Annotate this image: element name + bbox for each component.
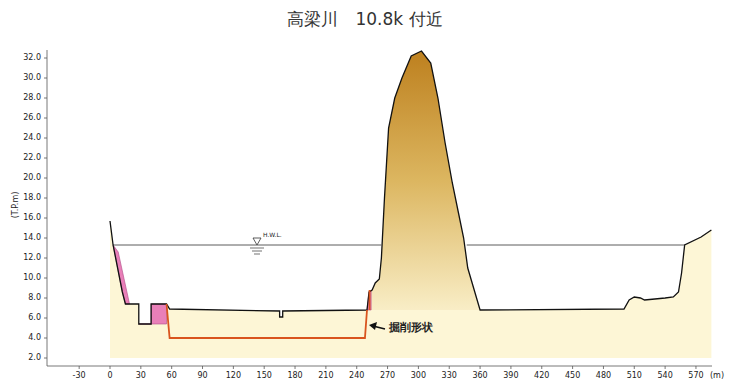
x-axis-unit: (m) xyxy=(710,372,724,381)
y-tick-label: 12.0 xyxy=(23,254,41,263)
axis-tick xyxy=(44,238,47,239)
x-tick-label: 90 xyxy=(197,372,207,381)
y-tick-label: 22.0 xyxy=(23,154,41,163)
axis-tick xyxy=(264,366,265,369)
axis-tick xyxy=(603,366,604,369)
y-tick-label: 4.0 xyxy=(28,334,41,343)
y-tick-label: 16.0 xyxy=(23,214,41,223)
water-wave xyxy=(252,251,262,252)
y-tick-label: 26.0 xyxy=(23,114,41,123)
axis-tick xyxy=(695,366,696,369)
axis-tick xyxy=(44,138,47,139)
x-tick-label: 240 xyxy=(349,372,364,381)
axis-tick xyxy=(110,366,111,369)
x-tick-label: 210 xyxy=(318,372,333,381)
axis-tick xyxy=(572,366,573,369)
axis-tick xyxy=(480,366,481,369)
y-tick-label: 28.0 xyxy=(23,94,41,103)
water-level-symbol xyxy=(253,238,261,245)
axis-tick xyxy=(140,366,141,369)
excavation-line xyxy=(369,290,371,310)
axis-tick xyxy=(44,318,47,319)
y-tick-label: 20.0 xyxy=(23,174,41,183)
axis-tick xyxy=(44,118,47,119)
x-tick-label: 540 xyxy=(657,372,672,381)
x-tick-label: 510 xyxy=(627,372,642,381)
excavation-line xyxy=(167,304,367,338)
x-tick-label: 180 xyxy=(287,372,302,381)
x-tick-label: 120 xyxy=(226,372,241,381)
axis-tick xyxy=(665,366,666,369)
axis-tick xyxy=(510,366,511,369)
x-tick-label: 420 xyxy=(534,372,549,381)
x-tick-label: 270 xyxy=(380,372,395,381)
axis-tick xyxy=(44,258,47,259)
axis-tick xyxy=(356,366,357,369)
x-tick-label: 390 xyxy=(503,372,518,381)
axis-tick xyxy=(325,366,326,369)
y-tick-label: 2.0 xyxy=(28,354,41,363)
axis-tick xyxy=(44,198,47,199)
excavation-label: 掘削形状 xyxy=(389,322,433,334)
axis-tick xyxy=(418,366,419,369)
axis-tick xyxy=(541,366,542,369)
x-tick-label: 0 xyxy=(107,372,112,381)
axis-tick xyxy=(44,98,47,99)
x-tick-label: 30 xyxy=(136,372,146,381)
chart-title: 高梁川 10.8k 付近 xyxy=(287,10,442,29)
y-tick-label: 6.0 xyxy=(28,314,41,323)
axis-tick xyxy=(295,366,296,369)
x-tick-label: 570 xyxy=(688,372,703,381)
axis-tick xyxy=(449,366,450,369)
y-tick-label: 30.0 xyxy=(23,74,41,83)
y-tick-label: 18.0 xyxy=(23,194,41,203)
axis-tick xyxy=(634,366,635,369)
axis-line xyxy=(47,50,712,366)
axis-tick xyxy=(44,78,47,79)
x-tick-label: 360 xyxy=(472,372,487,381)
water-wave xyxy=(254,254,260,255)
x-tick-label: 480 xyxy=(596,372,611,381)
axis-tick xyxy=(171,366,172,369)
x-tick-label: 60 xyxy=(167,372,177,381)
removed-area xyxy=(113,245,129,304)
water-wave xyxy=(250,248,264,249)
axis-tick xyxy=(44,298,47,299)
y-axis-unit: (T.P.m) xyxy=(12,192,21,219)
x-tick-label: 330 xyxy=(442,372,457,381)
mountain-fill xyxy=(367,51,480,310)
ground-profile xyxy=(110,51,711,324)
y-tick-label: 14.0 xyxy=(23,234,41,243)
axis-tick xyxy=(44,218,47,219)
axis-tick xyxy=(79,366,80,369)
x-tick-label: 300 xyxy=(411,372,426,381)
arrow-head xyxy=(369,322,377,330)
axis-tick xyxy=(44,158,47,159)
y-tick-label: 24.0 xyxy=(23,134,41,143)
axis-tick xyxy=(387,366,388,369)
water-level-label: H.W.L. xyxy=(263,232,282,239)
axis-tick xyxy=(44,338,47,339)
x-tick-label: 450 xyxy=(565,372,580,381)
axis-tick xyxy=(202,366,203,369)
removed-area xyxy=(139,304,167,324)
y-tick-label: 32.0 xyxy=(23,54,41,63)
ground-fill xyxy=(110,51,711,358)
y-tick-label: 10.0 xyxy=(23,274,41,283)
axis-tick xyxy=(44,358,47,359)
axis-tick xyxy=(44,58,47,59)
water-level-line xyxy=(113,245,381,246)
x-tick-label: -30 xyxy=(73,372,86,381)
axis-tick xyxy=(44,178,47,179)
water-level-line xyxy=(467,245,685,246)
axis-tick xyxy=(233,366,234,369)
axis-tick xyxy=(44,278,47,279)
x-tick-label: 150 xyxy=(257,372,272,381)
y-tick-label: 8.0 xyxy=(28,294,41,303)
